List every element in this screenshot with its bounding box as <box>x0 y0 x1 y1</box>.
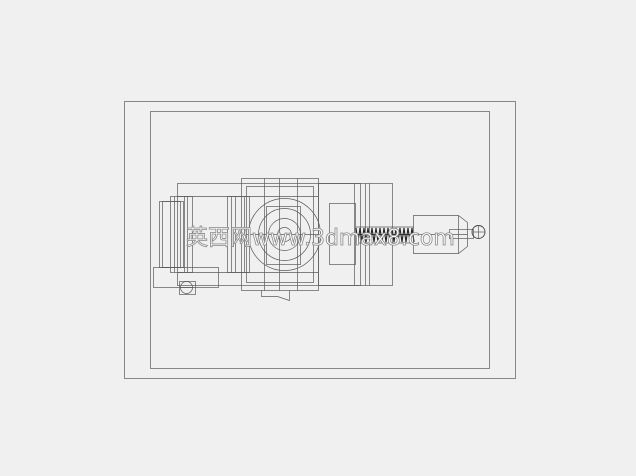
right-inner-block <box>329 203 356 265</box>
outer-sheet-frame <box>124 101 516 379</box>
left-plate <box>159 201 184 268</box>
base-block <box>153 267 219 288</box>
compression-spring <box>355 226 415 244</box>
gear-square-block <box>266 206 301 265</box>
end-screw-shank <box>449 229 474 239</box>
bottom-bracket <box>261 290 290 301</box>
spring-coils <box>355 227 415 243</box>
watermark-text: 英西网www.3dmax8.com <box>186 226 455 251</box>
mechanism-assembly <box>153 178 486 301</box>
inner-drawing-border <box>150 111 490 369</box>
